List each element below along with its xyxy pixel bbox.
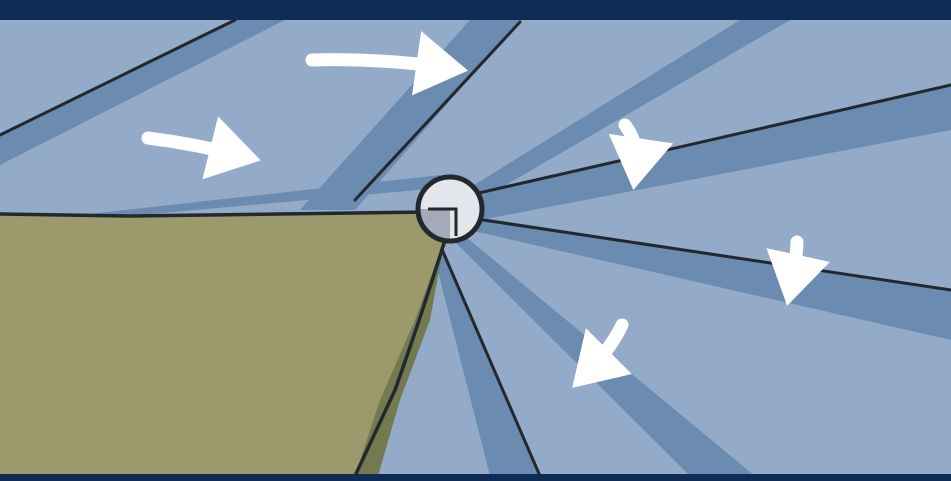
frame-bottom xyxy=(0,474,951,481)
ball xyxy=(418,177,482,241)
arrow-far-right-down xyxy=(791,242,797,288)
